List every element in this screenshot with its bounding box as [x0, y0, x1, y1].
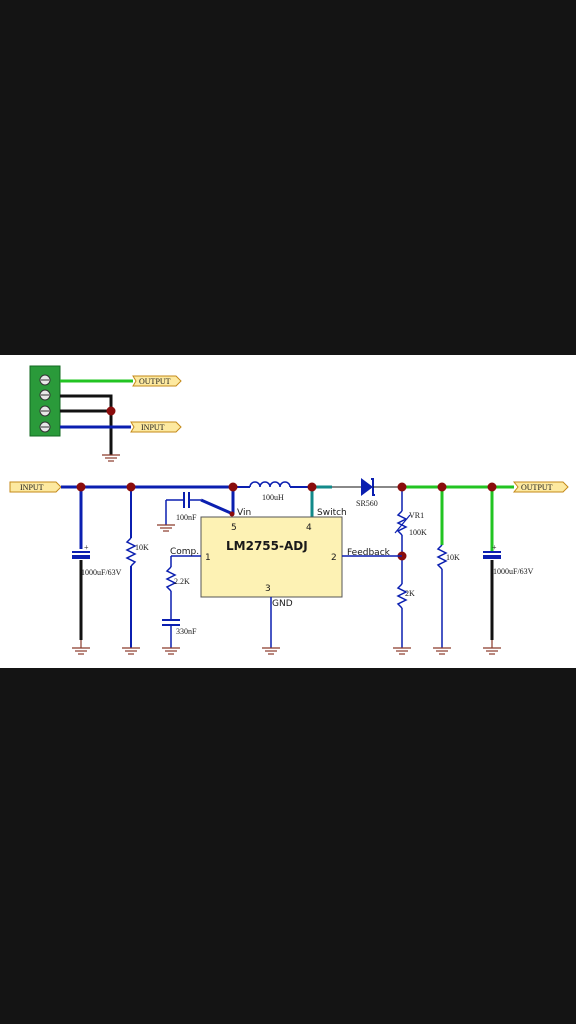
terminal-input-port: INPUT [130, 421, 182, 433]
pin2-number: 2 [331, 553, 337, 563]
pin5-number: 5 [231, 523, 237, 533]
inductor-value: 100uH [262, 493, 284, 502]
output-capacitor: + [483, 543, 501, 559]
schematic-panel: OUTPUT INPUT INPUT + 1000uF/63V 10K 100n… [0, 355, 576, 668]
junction-node [228, 482, 238, 492]
pin2-label: Feedback [347, 548, 391, 558]
rfb-value: 2K [405, 589, 415, 598]
cin-value: 1000uF/63V [81, 568, 122, 577]
rout-value: 10K [446, 553, 460, 562]
terminal-output-label: OUTPUT [139, 377, 171, 386]
ground-symbol [262, 647, 280, 655]
comp-resistor [165, 566, 177, 592]
potentiometer-arrow [394, 514, 411, 534]
input-resistor [125, 537, 137, 567]
junction-node [126, 482, 136, 492]
vin-capacitor [183, 492, 190, 508]
input-capacitor: + [72, 543, 90, 559]
cvin-value: 100nF [176, 513, 197, 522]
pin4-number: 4 [306, 523, 312, 533]
vr1-name: VR1 [409, 511, 424, 520]
schottky-diode [361, 478, 375, 496]
vin-link-wire [200, 498, 234, 516]
comp-capacitor [162, 619, 180, 626]
circuit-schematic: OUTPUT INPUT INPUT + 1000uF/63V 10K 100n… [9, 365, 569, 655]
pin4-label: Switch [317, 508, 347, 518]
ground-symbol [393, 647, 411, 655]
input-port: INPUT [9, 481, 62, 493]
ground-symbol [122, 647, 140, 655]
ground-symbol [102, 454, 120, 462]
junction-node [307, 482, 317, 492]
pin3-number: 3 [265, 584, 271, 594]
ground-symbol [162, 647, 180, 655]
junction-node [397, 482, 407, 492]
ground-symbol [157, 524, 175, 532]
chip-name: LM2755-ADJ [226, 539, 308, 553]
svg-text:+: + [84, 543, 89, 552]
terminal-block [29, 365, 61, 437]
lm2755-chip [200, 516, 343, 598]
vr1-potentiometer [396, 510, 408, 536]
output-resistor [436, 544, 448, 570]
pin5-label: Vin [237, 508, 251, 518]
pin3-label: GND [272, 599, 293, 609]
terminal-input-label: INPUT [141, 423, 165, 432]
screw-icon [39, 389, 51, 401]
screw-icon [39, 421, 51, 433]
ground-symbol [433, 647, 451, 655]
junction-node [437, 482, 447, 492]
junction-node [106, 406, 116, 416]
junction-node [76, 482, 86, 492]
terminal-gnd-wire [60, 394, 113, 455]
screw-icon [39, 374, 51, 386]
input-port-label: INPUT [20, 483, 44, 492]
ccomp-value: 330nF [176, 627, 197, 636]
rcomp-value: 2.2K [174, 577, 190, 586]
ground-symbol [72, 640, 90, 655]
pin1-label: Comp. [170, 547, 199, 557]
output-port: OUTPUT [512, 481, 569, 493]
junction-node [487, 482, 497, 492]
svg-text:+: + [492, 543, 497, 552]
ground-symbol [483, 640, 501, 655]
inductor [249, 481, 291, 488]
output-port-label: OUTPUT [521, 483, 553, 492]
pin1-number: 1 [205, 553, 211, 563]
screw-icon [39, 405, 51, 417]
rin-value: 10K [135, 543, 149, 552]
diode-value: SR560 [356, 499, 378, 508]
feedback-resistor [396, 583, 408, 609]
terminal-output-port: OUTPUT [132, 375, 182, 387]
cout-value: 1000uF/63V [493, 567, 534, 576]
junction-node [229, 511, 235, 517]
vr1-value: 100K [409, 528, 427, 537]
